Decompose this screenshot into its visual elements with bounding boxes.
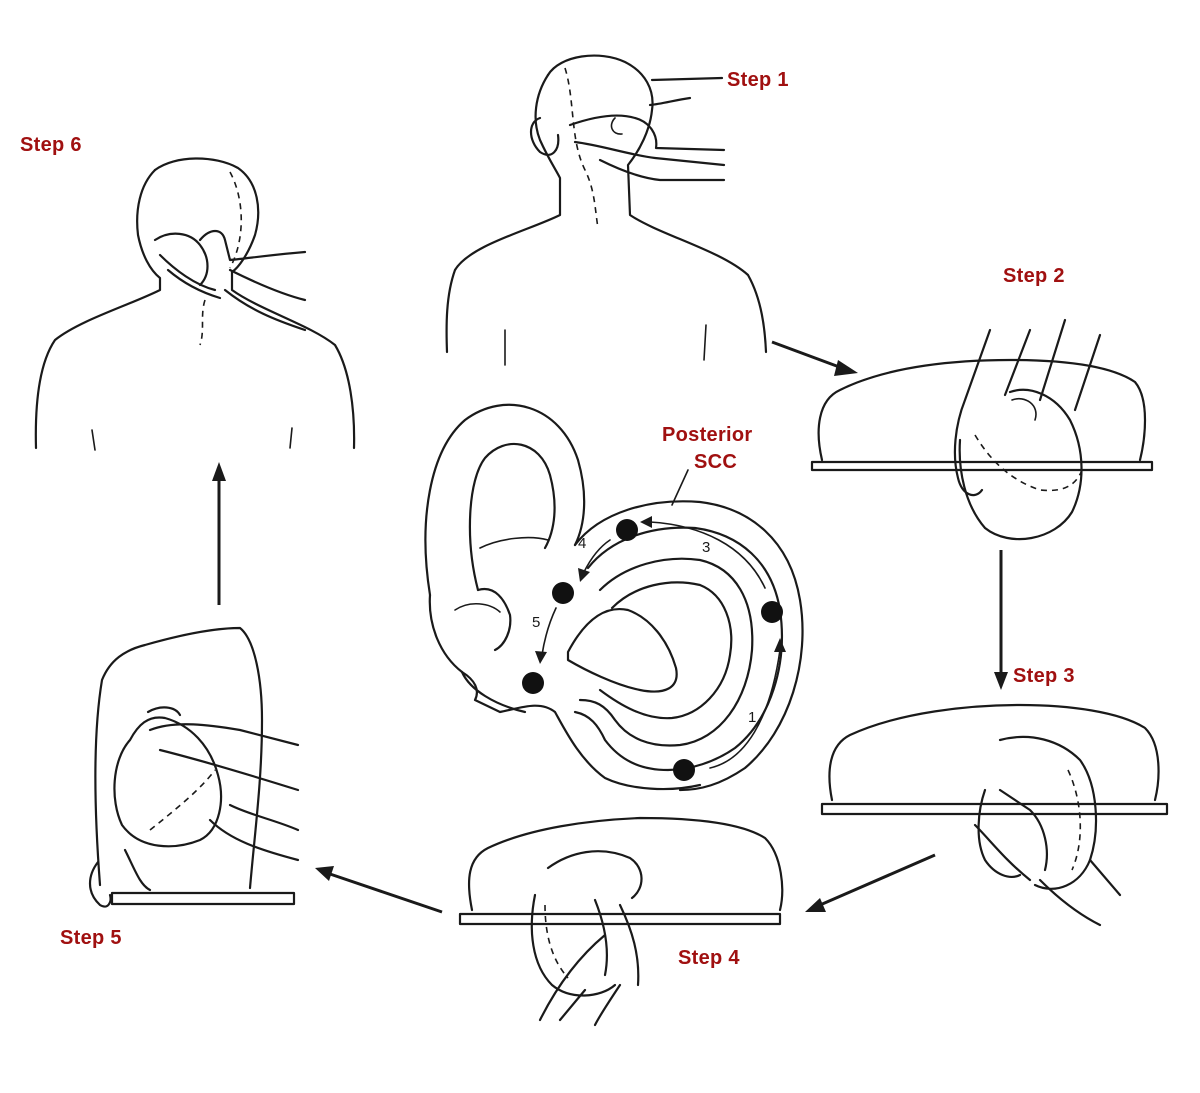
label-step2: Step 2 <box>1003 265 1065 287</box>
label-posterior: Posterior <box>662 424 753 446</box>
step6-figure <box>34 157 356 451</box>
otoconia-dot <box>616 519 638 541</box>
step3-figure <box>820 703 1169 927</box>
label-step4: Step 4 <box>678 947 740 969</box>
label-step5: Step 5 <box>60 927 122 949</box>
canal-number-4: 4 <box>578 535 586 552</box>
step2-figure <box>810 318 1154 541</box>
otoconia-dot <box>673 759 695 781</box>
arrow-step3-to-step4 <box>819 853 936 907</box>
label-step3: Step 3 <box>1013 665 1075 687</box>
otoconia-dot <box>761 601 783 623</box>
otoconia-dot <box>522 672 544 694</box>
canal-number-3: 3 <box>702 539 710 556</box>
inner-ear-diagram: 1 3 4 5 <box>424 403 804 792</box>
label-scc: SCC <box>694 451 738 473</box>
step5-figure <box>88 626 300 908</box>
label-step1: Step 1 <box>727 69 789 91</box>
otoconia-dot <box>552 582 574 604</box>
step4-figure <box>458 816 784 1027</box>
arrow-step1-to-step2 <box>771 340 843 370</box>
step-arrows <box>212 340 1008 914</box>
canal-number-1: 1 <box>748 709 756 726</box>
canal-number-5: 5 <box>532 614 540 631</box>
step1-figure <box>445 54 768 366</box>
label-step6: Step 6 <box>20 134 82 156</box>
arrow-step4-to-step5 <box>329 872 443 914</box>
